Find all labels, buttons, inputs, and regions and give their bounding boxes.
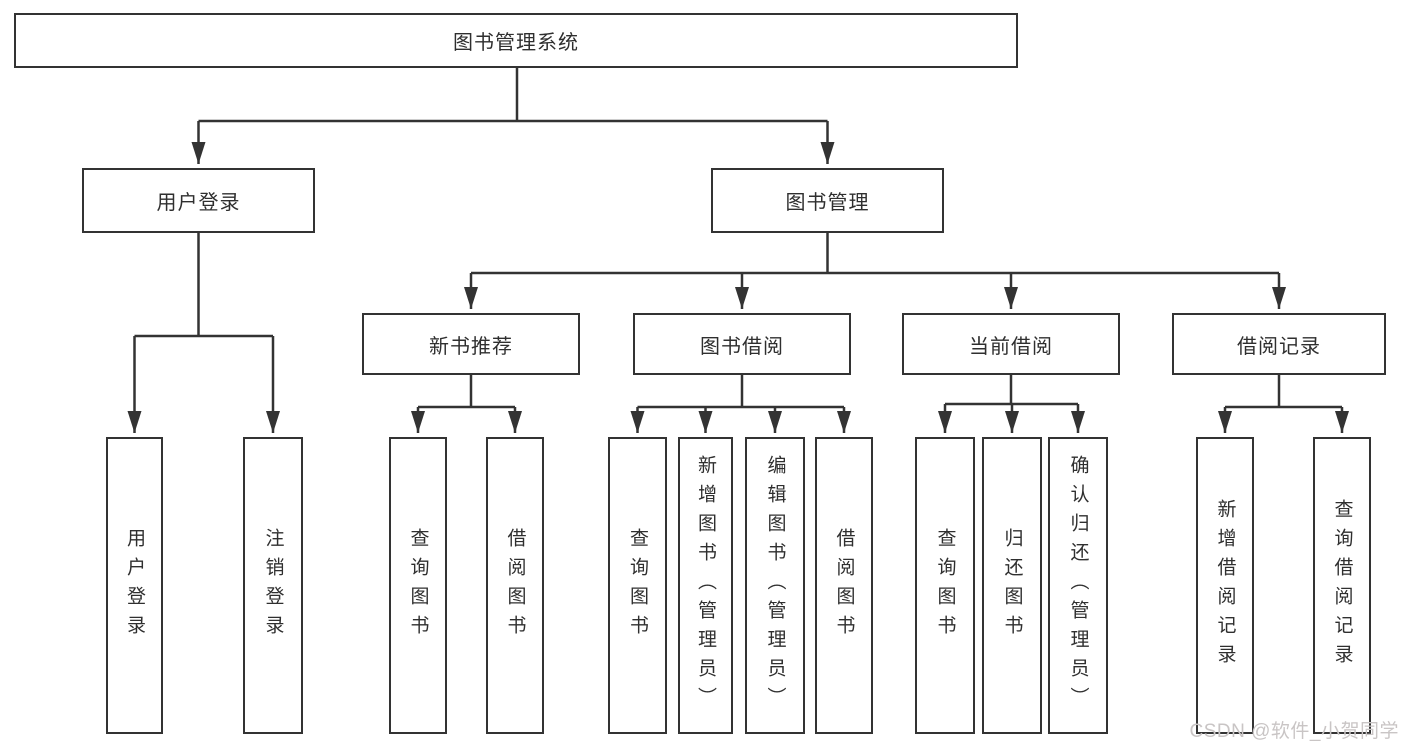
node-new-book-recommend-label: 新书推荐 [429, 335, 513, 358]
leaf-borrow-books-recommend-label: 借阅图书 [504, 527, 526, 644]
leaf-query-books-borrowing-label: 查询图书 [627, 527, 648, 644]
node-user-login: 用户登录 [82, 168, 315, 233]
leaf-edit-book-admin: 编辑图书（管理员） [745, 437, 805, 734]
leaf-user-login-label: 用户登录 [124, 527, 145, 644]
leaf-query-books-recommend: 查询图书 [389, 437, 447, 734]
leaf-logout-label: 注销登录 [262, 527, 284, 644]
leaf-edit-book-admin-label: 编辑图书（管理员） [764, 455, 786, 716]
leaf-borrow-books-borrowing-label: 借阅图书 [833, 527, 855, 644]
leaf-user-login: 用户登录 [106, 437, 163, 734]
watermark: CSDN @软件_小贺同学 [1189, 721, 1399, 742]
leaf-query-borrow-record-label: 查询借阅记录 [1331, 498, 1353, 673]
node-book-management: 图书管理 [711, 168, 944, 233]
leaf-query-books-borrowing: 查询图书 [608, 437, 667, 734]
leaf-add-borrow-record: 新增借阅记录 [1196, 437, 1254, 734]
leaf-add-book-admin: 新增图书（管理员） [678, 437, 733, 734]
leaf-confirm-return-admin-label: 确认归还（管理员） [1067, 455, 1089, 716]
leaf-add-book-admin-label: 新增图书（管理员） [695, 455, 716, 716]
node-book-borrowing: 图书借阅 [633, 313, 851, 375]
leaf-borrow-books-recommend: 借阅图书 [486, 437, 544, 734]
node-book-management-label: 图书管理 [785, 192, 870, 214]
node-root: 图书管理系统 [14, 13, 1018, 68]
node-book-borrowing-label: 图书借阅 [700, 335, 784, 358]
leaf-return-books: 归还图书 [982, 437, 1042, 734]
node-borrowing-records: 借阅记录 [1172, 313, 1386, 375]
leaf-confirm-return-admin: 确认归还（管理员） [1048, 437, 1108, 734]
leaf-return-books-label: 归还图书 [1001, 527, 1023, 644]
node-current-borrowing-label: 当前借阅 [969, 335, 1053, 358]
leaf-query-borrow-record: 查询借阅记录 [1313, 437, 1371, 734]
node-current-borrowing: 当前借阅 [902, 313, 1120, 375]
leaf-add-borrow-record-label: 新增借阅记录 [1214, 498, 1236, 673]
node-root-label: 图书管理系统 [453, 32, 579, 54]
leaf-query-books-current-label: 查询图书 [934, 527, 956, 644]
leaf-logout: 注销登录 [243, 437, 303, 734]
leaf-borrow-books-borrowing: 借阅图书 [815, 437, 873, 734]
node-new-book-recommend: 新书推荐 [362, 313, 580, 375]
leaf-query-books-recommend-label: 查询图书 [407, 527, 429, 644]
node-user-login-label: 用户登录 [156, 192, 241, 214]
leaf-query-books-current: 查询图书 [915, 437, 975, 734]
node-borrowing-records-label: 借阅记录 [1237, 335, 1321, 358]
